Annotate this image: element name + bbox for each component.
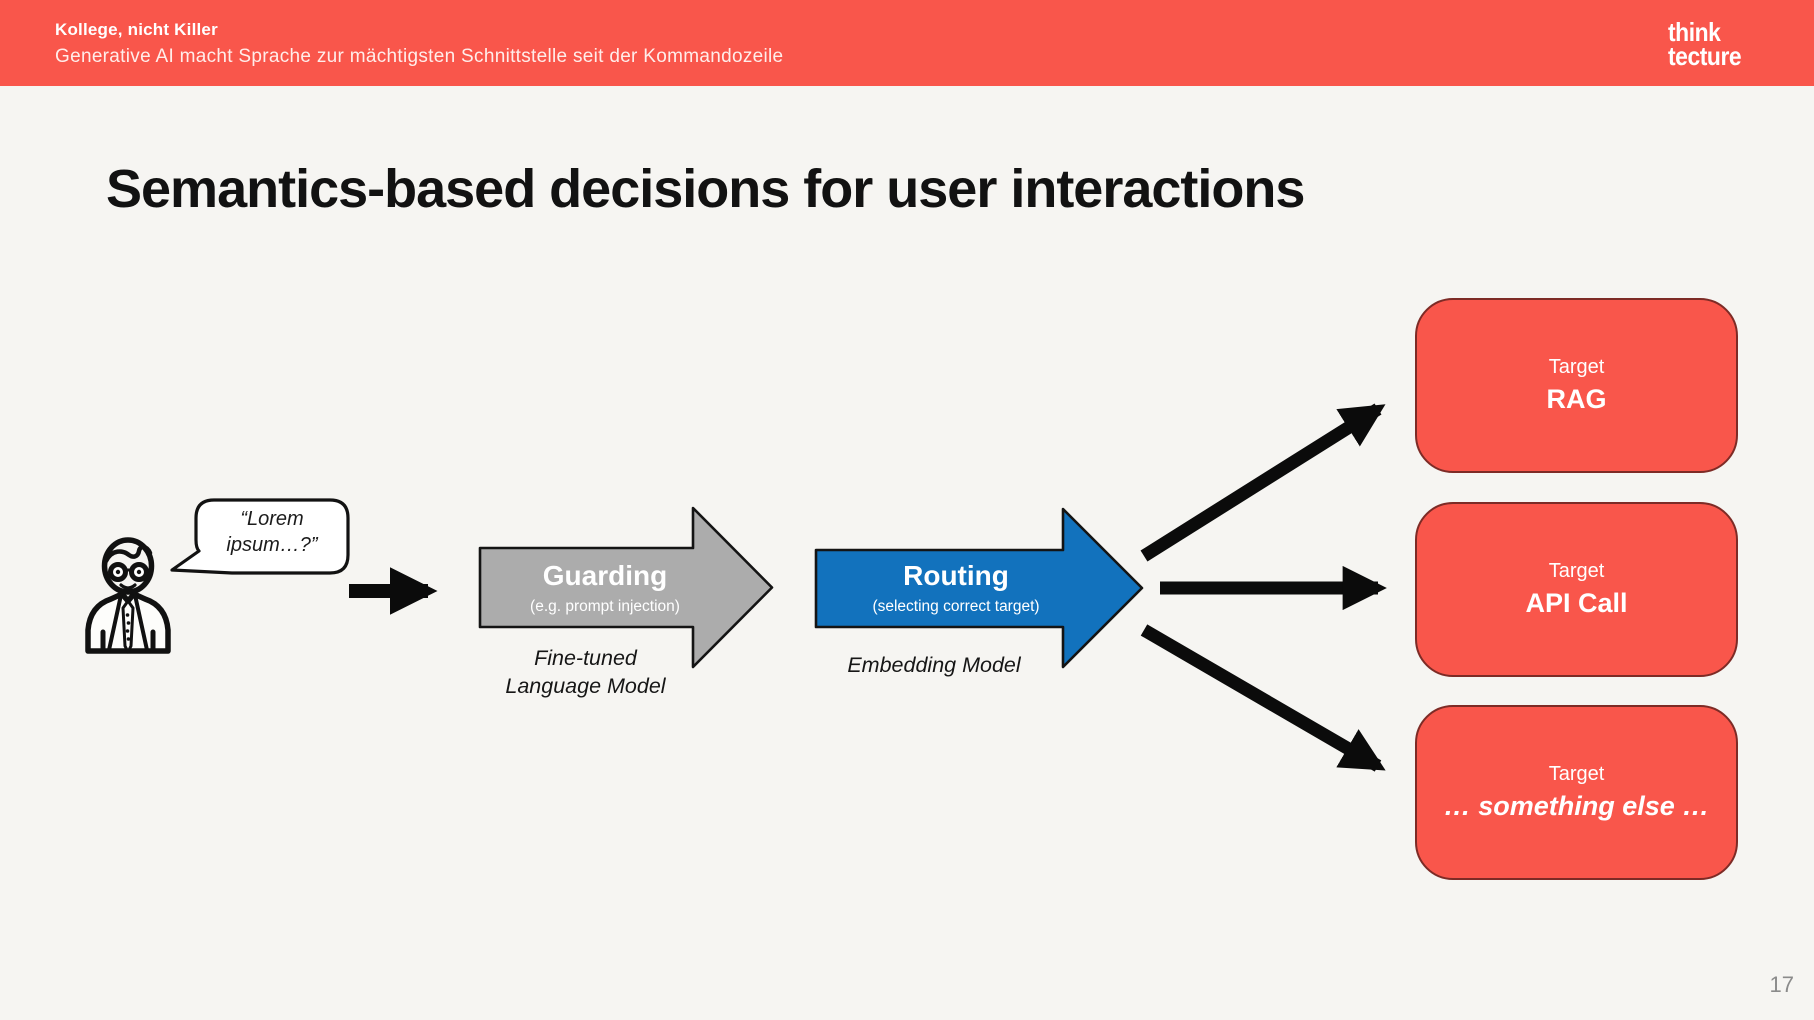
guarding-title: Guarding (542, 560, 668, 591)
target-label: Target (1548, 560, 1605, 582)
routing-arrow-shape (814, 507, 1144, 669)
routing-caption: Embedding Model (847, 653, 1021, 677)
flow-arrow-routing-to-rag (1140, 403, 1386, 562)
header-bar: Kollege, nicht Killer Generative AI mach… (0, 0, 1814, 86)
header-subtitle: Generative AI macht Sprache zur mächtigs… (55, 46, 784, 67)
guarding-subtitle: (e.g. prompt injection) (530, 598, 680, 615)
target-label: Target (1548, 356, 1605, 378)
speech-bubble-line2: ipsum…?” (226, 534, 318, 557)
guarding-caption: Fine-tuned Language Model (453, 645, 718, 701)
guarding-caption-line2: Language Model (505, 673, 666, 698)
target-label: Target (1548, 763, 1605, 785)
speech-bubble-text: “Lorem ipsum…?” (196, 506, 348, 559)
routing-title: Routing (903, 560, 1009, 591)
logo-line1: think (1668, 17, 1721, 47)
slide-title: Semantics-based decisions for user inter… (106, 159, 1305, 219)
page-number: 17 (1769, 972, 1794, 997)
target-name-something-else: … something else … (1443, 791, 1710, 821)
target-box-api-call: Target API Call (1415, 502, 1738, 677)
guarding-caption-line1: Fine-tuned (534, 646, 637, 670)
target-name-api-call: API Call (1525, 588, 1628, 618)
user-icon (85, 537, 171, 654)
header-title: Kollege, nicht Killer (55, 20, 218, 39)
speech-bubble (170, 498, 350, 575)
thinktecture-logo: think tecture (1668, 17, 1765, 71)
routing-subtitle: (selecting correct target) (872, 598, 1040, 615)
target-box-something-else: Target … something else … (1415, 705, 1738, 880)
target-name-rag: RAG (1546, 384, 1607, 414)
logo-line2: tecture (1668, 40, 1742, 71)
target-box-rag: Target RAG (1415, 298, 1738, 473)
flow-arrow-routing-to-else (1140, 624, 1386, 772)
speech-bubble-line1: “Lorem (240, 508, 304, 530)
guarding-arrow-shape (478, 506, 774, 669)
